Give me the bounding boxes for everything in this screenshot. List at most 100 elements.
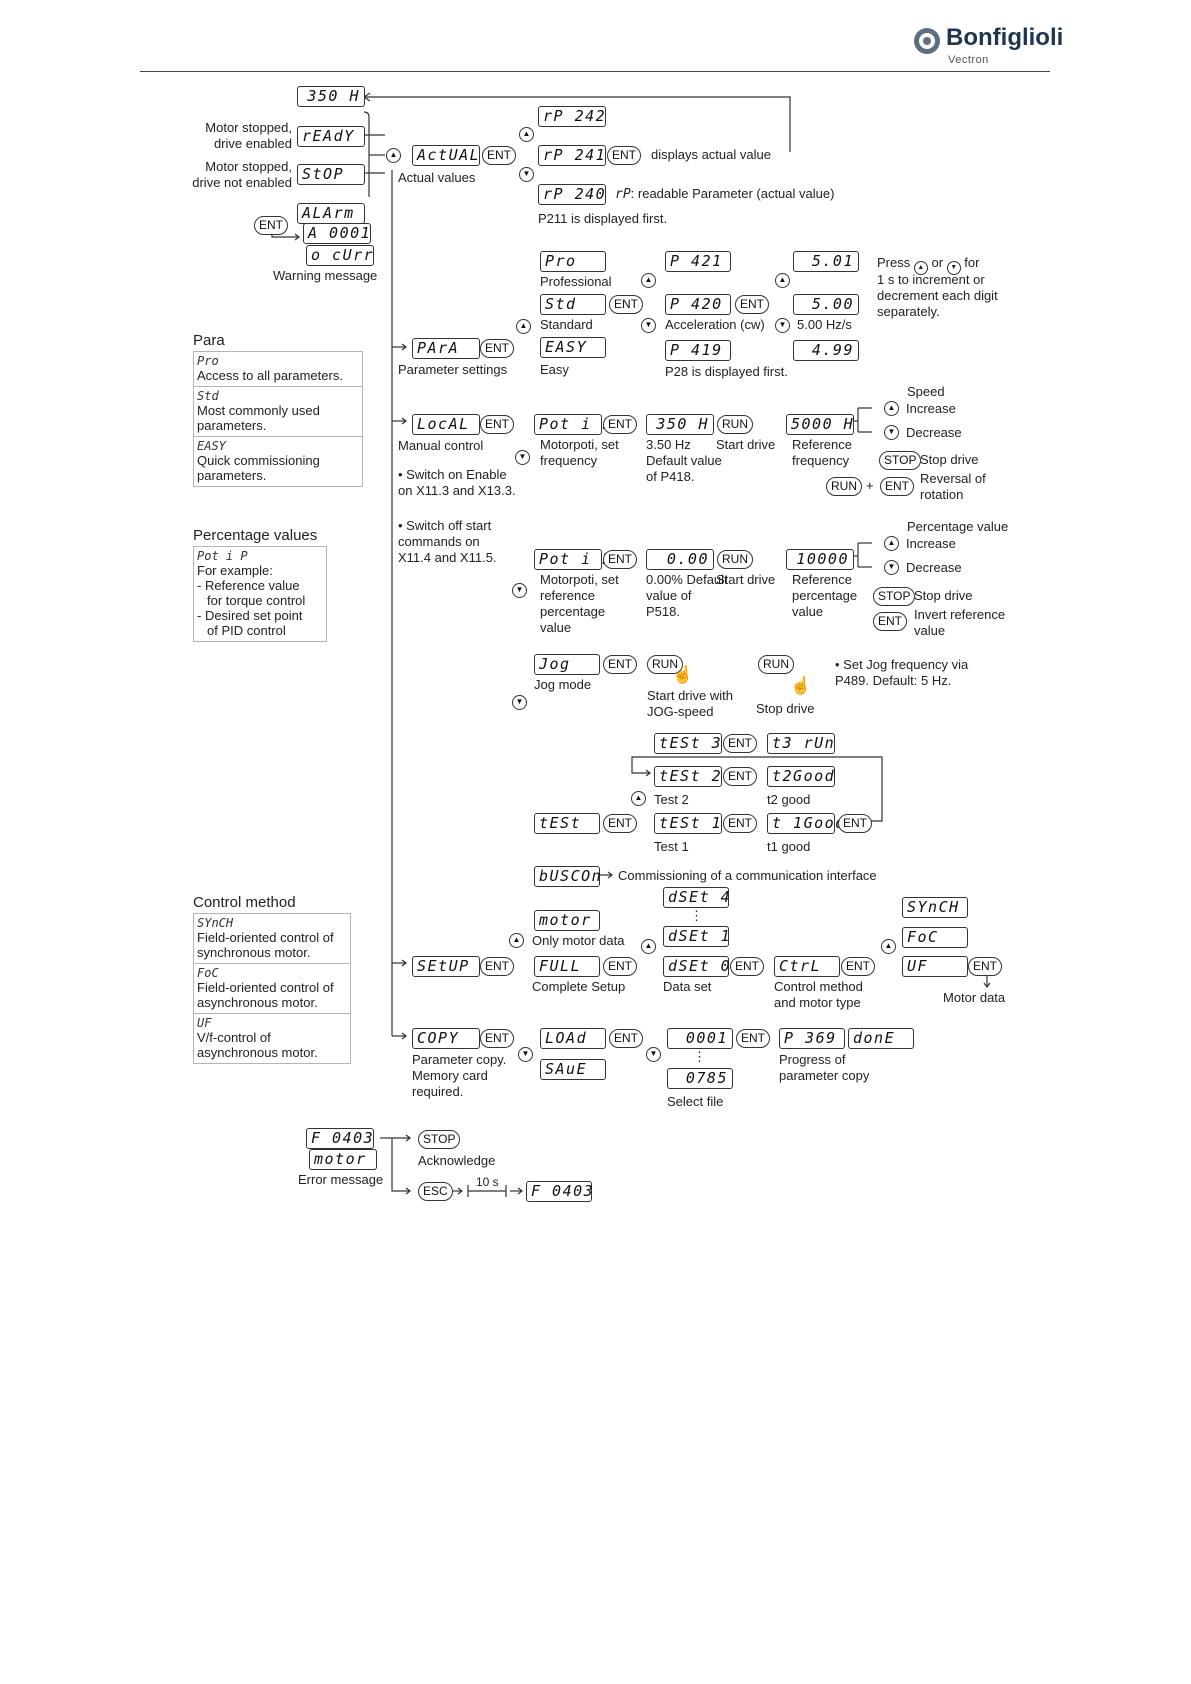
down-arrow-icon[interactable]: ▼ bbox=[641, 318, 656, 333]
ent-key-rp241[interactable]: ENT bbox=[607, 146, 641, 165]
down-arrow-icon[interactable]: ▼ bbox=[775, 318, 790, 333]
desc: Field-oriented control of asynchronous m… bbox=[197, 980, 334, 1010]
down-arrow-icon[interactable]: ▼ bbox=[518, 1047, 533, 1062]
lcd-test1: tESt 1 bbox=[654, 813, 722, 834]
pct-value-label: Percentage value bbox=[907, 519, 1009, 534]
up-arrow-icon[interactable]: ▲ bbox=[386, 148, 401, 163]
brand-sub: Vectron bbox=[948, 54, 989, 66]
lcd-rp240: rP 240 bbox=[538, 184, 606, 205]
para-box-title: Para bbox=[193, 332, 225, 349]
lcd-done: donE bbox=[848, 1028, 914, 1049]
ent-key-ctrl[interactable]: ENT bbox=[841, 957, 875, 976]
run-key-jog-stop[interactable]: RUN bbox=[758, 655, 794, 674]
stop-key[interactable]: STOP bbox=[873, 587, 916, 606]
down-arrow-icon[interactable]: ▼ bbox=[519, 167, 534, 182]
stop-drive-label: Stop drive bbox=[920, 452, 979, 467]
lcd-alarm: ALArm bbox=[297, 203, 365, 224]
ent-key-std[interactable]: ENT bbox=[609, 295, 643, 314]
up-arrow-icon[interactable]: ▲ bbox=[884, 536, 899, 551]
std-label: Standard bbox=[540, 317, 593, 332]
ent-key-test[interactable]: ENT bbox=[603, 814, 637, 833]
lcd-jog: Jog bbox=[534, 654, 600, 675]
down-arrow-icon[interactable]: ▼ bbox=[646, 1047, 661, 1062]
ent-key-para[interactable]: ENT bbox=[480, 339, 514, 358]
ent-key-full[interactable]: ENT bbox=[603, 957, 637, 976]
jog-note: • Set Jog frequency via P489. Default: 5… bbox=[835, 657, 969, 688]
dots: ⋮ bbox=[690, 908, 703, 923]
ent-key-uf[interactable]: ENT bbox=[968, 957, 1002, 976]
ent-key-actual[interactable]: ENT bbox=[482, 146, 516, 165]
stop-key-error[interactable]: STOP bbox=[418, 1130, 461, 1149]
lcd-t2good: t2Good bbox=[767, 766, 835, 787]
ent-key-poti-f[interactable]: ENT bbox=[603, 415, 637, 434]
code: EASY bbox=[197, 439, 226, 453]
lcd-synch: SYnCH bbox=[902, 897, 968, 918]
pro-label: Professional bbox=[540, 274, 612, 289]
down-arrow-icon[interactable]: ▼ bbox=[884, 560, 899, 575]
lcd-rp242: rP 242 bbox=[538, 106, 606, 127]
brand-name: Bonfiglioli bbox=[946, 24, 1064, 51]
ent-key-setup[interactable]: ENT bbox=[480, 957, 514, 976]
ent-key-dset[interactable]: ENT bbox=[730, 957, 764, 976]
ent-key-invert[interactable]: ENT bbox=[873, 612, 907, 631]
ent-key-poti-p[interactable]: ENT bbox=[603, 550, 637, 569]
lcd-para: PArA bbox=[412, 338, 480, 359]
up-arrow-icon[interactable]: ▲ bbox=[884, 401, 899, 416]
lcd-copy: COPY bbox=[412, 1028, 480, 1049]
select-file-label: Select file bbox=[667, 1094, 724, 1109]
ent-key-test2[interactable]: ENT bbox=[723, 767, 757, 786]
up-arrow-icon[interactable]: ▲ bbox=[509, 933, 524, 948]
lcd-dset1: dSEt 1 bbox=[663, 926, 730, 947]
run-key-reversal[interactable]: RUN bbox=[826, 477, 862, 496]
up-arrow-icon[interactable]: ▲ bbox=[775, 273, 790, 288]
down-arrow-icon[interactable]: ▼ bbox=[884, 425, 899, 440]
up-arrow-icon[interactable]: ▲ bbox=[641, 273, 656, 288]
up-arrow-icon[interactable]: ▲ bbox=[519, 127, 534, 142]
lcd-actual: ActUAL bbox=[412, 145, 480, 166]
up-arrow-icon[interactable]: ▲ bbox=[881, 939, 896, 954]
desc: Quick commissioning parameters. bbox=[197, 453, 320, 483]
ent-key-test3[interactable]: ENT bbox=[723, 734, 757, 753]
press-rest: 1 s to increment or decrement each digit… bbox=[877, 272, 998, 319]
hz-label: 5.00 Hz/s bbox=[797, 317, 852, 332]
ent-key-test1[interactable]: ENT bbox=[723, 814, 757, 833]
up-arrow-icon[interactable]: ▲ bbox=[516, 319, 531, 334]
progress-label: Progress of parameter copy bbox=[779, 1052, 870, 1083]
ent-key-local[interactable]: ENT bbox=[480, 415, 514, 434]
lcd-p369: P 369 bbox=[779, 1028, 845, 1049]
run-key-local[interactable]: RUN bbox=[717, 415, 753, 434]
start-drive-label: Start drive bbox=[716, 572, 776, 587]
test1-label: Test 1 bbox=[654, 839, 689, 854]
rp-code: rP bbox=[615, 187, 631, 202]
desc: Field-oriented control of synchronous mo… bbox=[197, 930, 334, 960]
ent-key-reversal[interactable]: ENT bbox=[880, 477, 914, 496]
run-key-jog[interactable]: RUN bbox=[647, 655, 683, 674]
up-arrow-icon[interactable]: ▲ bbox=[641, 939, 656, 954]
down-arrow-icon[interactable]: ▼ bbox=[512, 695, 527, 710]
stop-key[interactable]: STOP bbox=[879, 451, 922, 470]
ent-key-file[interactable]: ENT bbox=[736, 1029, 770, 1048]
accel-label: Acceleration (cw) bbox=[665, 317, 765, 332]
ent-key-t1good[interactable]: ENT bbox=[838, 814, 872, 833]
up-arrow-icon[interactable]: ▲ bbox=[631, 791, 646, 806]
code: Pot i P bbox=[197, 549, 248, 563]
down-arrow-icon[interactable]: ▼ bbox=[512, 583, 527, 598]
desc: Most commonly used parameters. bbox=[197, 403, 320, 433]
lcd-rp241: rP 241 bbox=[538, 145, 606, 166]
warning-label: Warning message bbox=[273, 268, 378, 283]
ent-key-alarm[interactable]: ENT bbox=[254, 216, 288, 235]
esc-key[interactable]: ESC bbox=[418, 1182, 453, 1201]
ent-key-copy[interactable]: ENT bbox=[480, 1029, 514, 1048]
t2good-label: t2 good bbox=[767, 792, 811, 807]
ent-key-jog[interactable]: ENT bbox=[603, 655, 637, 674]
poti-f-label: Motorpoti, set frequency bbox=[540, 437, 619, 468]
ent-key-p420[interactable]: ENT bbox=[735, 295, 769, 314]
lcd-501: 5.01 bbox=[793, 251, 859, 272]
lcd-dset4: dSEt 4 bbox=[663, 887, 730, 908]
ent-key-load[interactable]: ENT bbox=[609, 1029, 643, 1048]
down-arrow-icon[interactable]: ▼ bbox=[515, 450, 530, 465]
run-key-pct[interactable]: RUN bbox=[717, 550, 753, 569]
